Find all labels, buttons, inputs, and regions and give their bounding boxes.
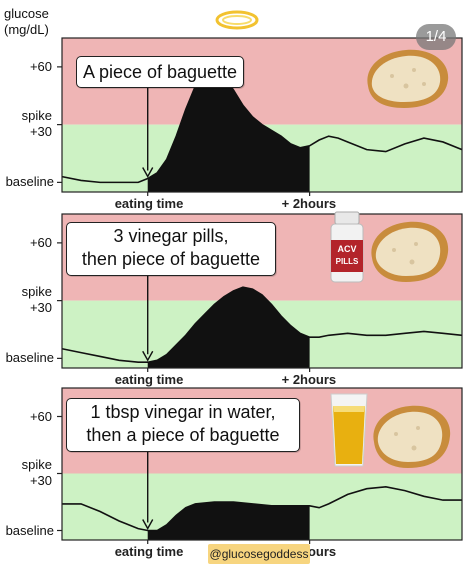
y-label-spike: spike +30 [21,456,52,488]
glucose-area-fill [147,70,310,192]
y-label-plus60: +60 [29,408,52,424]
glucose-curve [62,485,462,532]
y-label-spike: spike +30 [21,107,52,139]
panel-1-annotation: A piece of baguette [76,56,244,88]
glucose-curve [61,69,463,184]
x-label-eating-time: eating time [114,196,184,211]
x-label-eating-time: eating time [114,372,184,387]
y-label-baseline: baseline [5,350,54,366]
vinegar-glass-icon [330,393,368,467]
y-label-plus60: +60 [29,234,52,250]
panel-2-annotation: 3 vinegar pills, then piece of baguette [66,222,276,276]
y-label-baseline: baseline [5,174,54,190]
eating-time-arrowhead [142,519,154,530]
panel-frame [61,387,463,541]
eating-time-arrowhead [142,167,154,178]
x-label-two-hours: + 2hours [281,196,337,211]
panel-frame [61,213,463,369]
acv-pills-bottle-icon: ACV PILLS [330,211,364,283]
author-handle-tag[interactable]: @glucosegoddess [208,544,310,564]
glucose-area-fill [147,287,310,368]
y-label-spike: spike +30 [21,283,52,315]
glucose-curve [61,286,463,364]
y-label-baseline: baseline [5,522,54,538]
baguette-icon [367,49,449,108]
panel-frame [61,37,463,193]
eating-time-arrowhead [142,350,154,362]
svg-text:ACV: ACV [337,244,356,254]
svg-text:PILLS: PILLS [336,257,359,266]
x-label-eating-time: eating time [114,544,184,559]
panel-3-annotation: 1 tbsp vinegar in water, then a piece of… [66,398,300,452]
slide-counter-badge[interactable]: 1/4 [416,24,456,50]
x-label-two-hours: + 2hours [281,372,337,387]
y-label-plus60: +60 [29,58,52,74]
halo-icon [215,10,259,30]
y-axis-title: glucose (mg/dL) [4,6,49,37]
baguette-icon [371,221,449,282]
glucose-area-fill [147,502,310,540]
baguette-icon [373,405,451,468]
